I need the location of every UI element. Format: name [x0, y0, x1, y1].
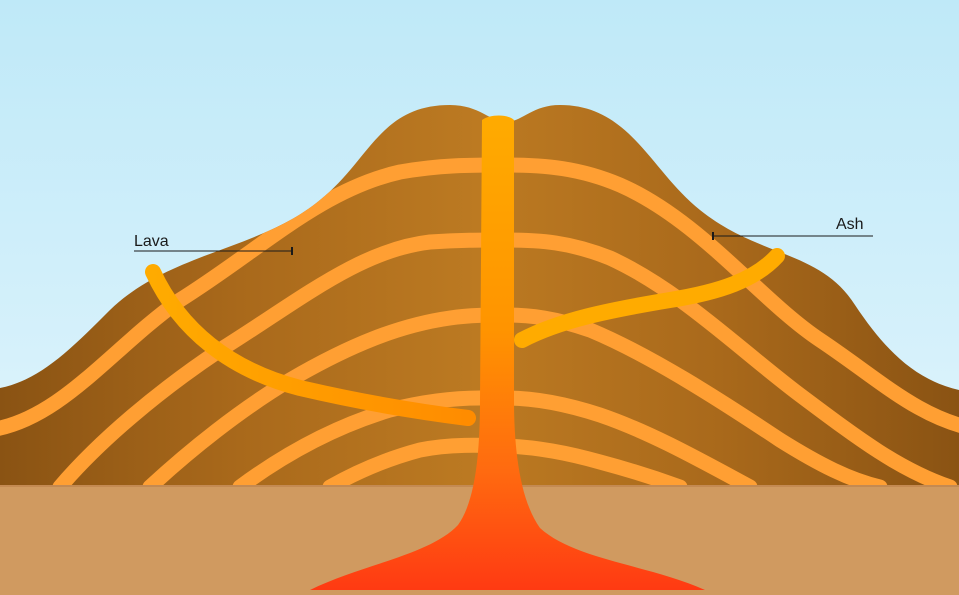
lava-label: Lava: [134, 233, 169, 250]
ash-label: Ash: [836, 216, 864, 233]
